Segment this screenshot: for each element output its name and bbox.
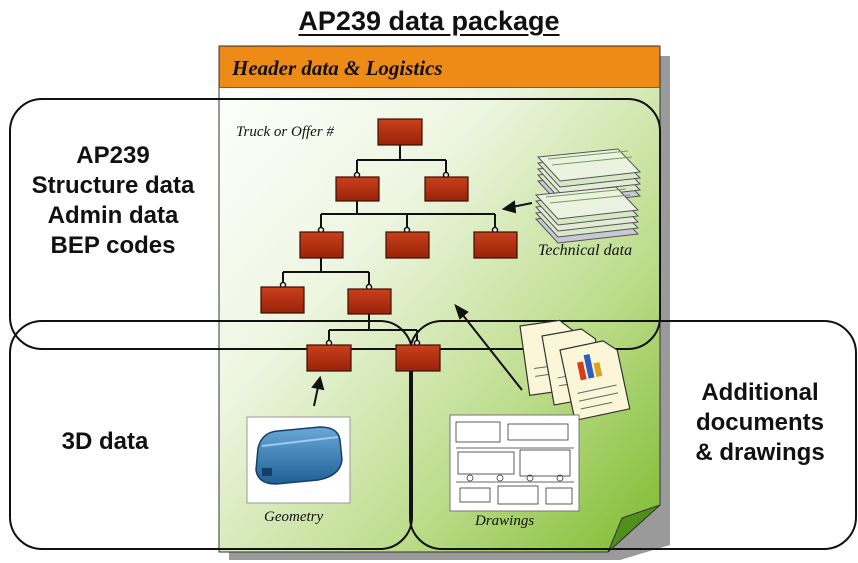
tree-node-l2-c (473, 231, 518, 259)
header-bar (219, 46, 660, 88)
diagram-title: AP239 data package (298, 6, 560, 36)
geometry-image (246, 416, 351, 504)
tree-node-l3-b (347, 288, 392, 315)
truck-label: Truck or Offer # (236, 124, 334, 140)
technical-data-stack-icon (534, 148, 642, 244)
structure-label-line: Admin data (47, 202, 179, 229)
documents-icon (519, 319, 631, 422)
tree-connectors (282, 145, 496, 345)
tree-node-l2-b (385, 231, 430, 259)
3d-region-label: 3D data (61, 428, 149, 455)
tree-node-l3-a (260, 286, 305, 314)
documents-label-line: Additional (701, 379, 819, 406)
structure-label-line: Structure data (31, 172, 195, 199)
header-label: Header data & Logistics (232, 56, 443, 80)
tree-node-l2-a (299, 231, 344, 259)
documents-region-outline (409, 320, 857, 550)
structure-label-line: AP239 (76, 142, 150, 169)
tree-node-root (377, 118, 423, 146)
3d-region-outline (9, 320, 413, 550)
documents-region-label: Additional documents & drawings (662, 378, 858, 468)
documents-label-line: & drawings (695, 439, 825, 466)
arrow-drawings-to-tree (454, 303, 523, 391)
arrow-technical-to-tree (501, 200, 533, 214)
structure-region-label: AP239 Structure data Admin data BEP code… (8, 141, 218, 261)
page-curl (607, 504, 661, 553)
arrow-geometry-to-tree (311, 375, 325, 407)
drawings-image (449, 414, 580, 512)
tree-node-l4-a (306, 344, 352, 372)
documents-label-line: documents (695, 409, 824, 436)
technical-data-label: Technical data (538, 242, 633, 259)
tree-node-l1-a (335, 176, 380, 202)
structure-label-line: BEP codes (50, 232, 176, 259)
drawings-label: Drawings (475, 513, 535, 529)
geometry-label: Geometry (264, 509, 324, 525)
tree-node-l1-b (424, 176, 469, 202)
tree-node-l4-b (395, 344, 441, 372)
